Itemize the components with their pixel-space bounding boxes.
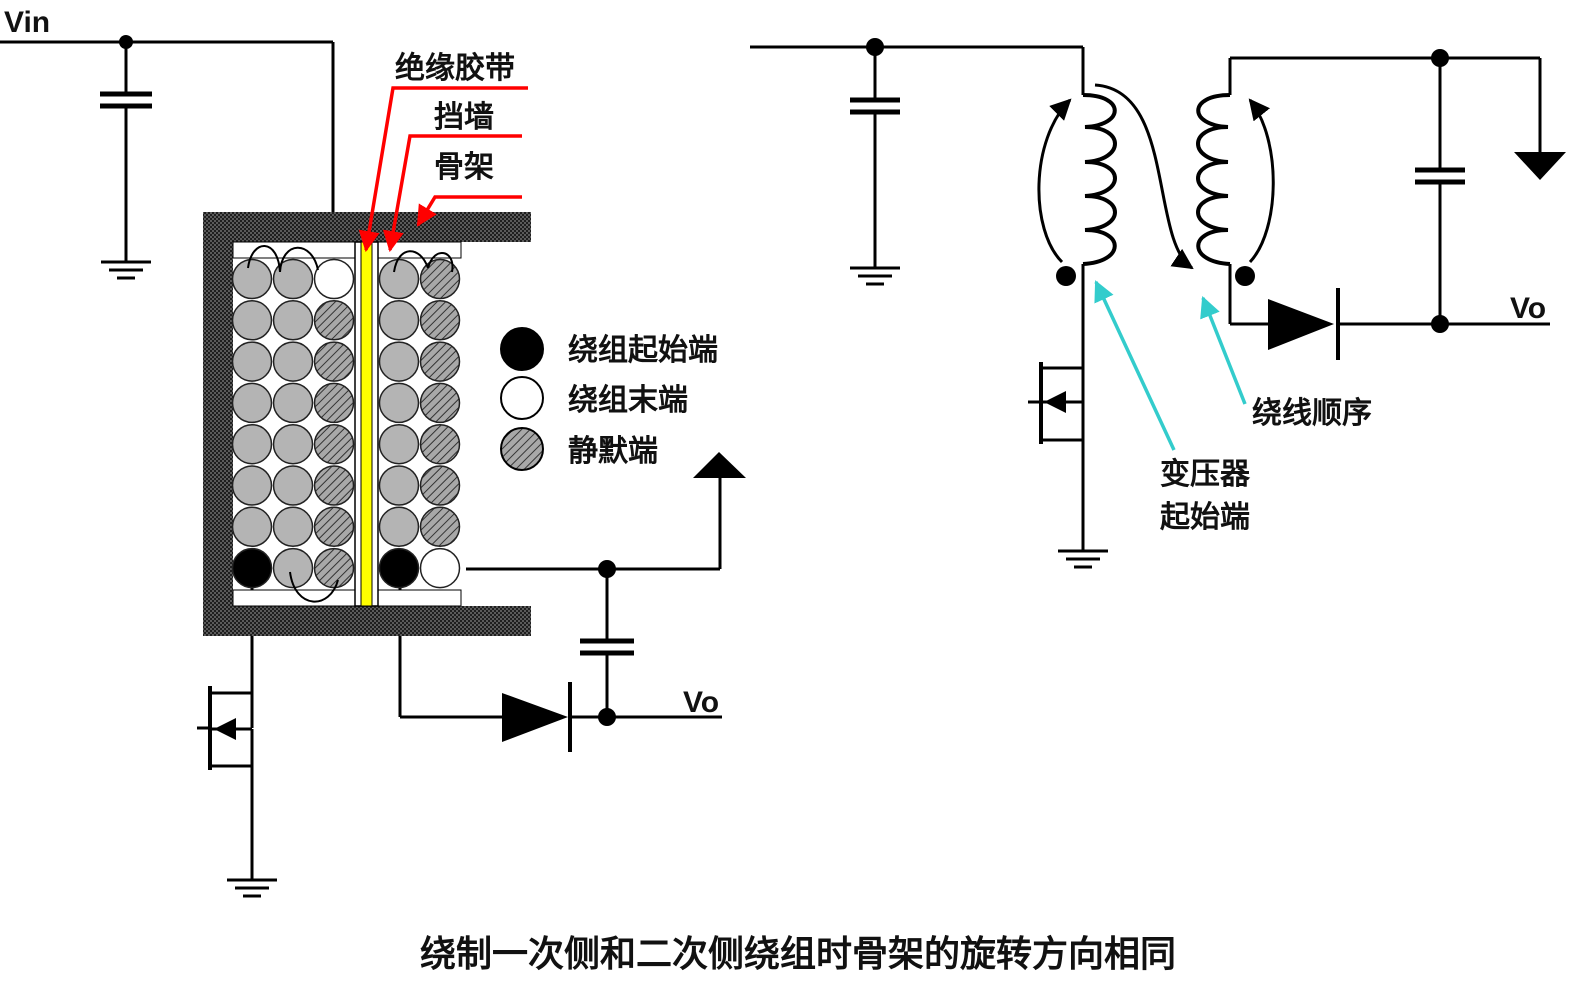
winding-order-label: 绕线顺序 — [1252, 396, 1372, 431]
ground-symbol — [850, 266, 900, 286]
primary-turn-plain — [272, 300, 314, 341]
primary-turn-plain — [272, 258, 314, 300]
vo-left-label: Vo — [683, 686, 719, 719]
right-schematic — [750, 38, 1566, 569]
tape-label: 绝缘胶带 — [395, 51, 515, 86]
vin-label: Vin — [4, 6, 50, 39]
primary-turn-idle — [313, 465, 355, 506]
dot-marker-secondary — [1235, 266, 1255, 286]
junction-dot — [1431, 315, 1449, 333]
bobbin-label: 骨架 — [434, 150, 494, 185]
primary-turn-plain — [231, 465, 273, 506]
ground-symbol — [227, 878, 277, 898]
legend-swatch-idle — [500, 427, 544, 471]
primary-turn-plain — [272, 382, 314, 424]
winding-leads — [247, 245, 454, 603]
secondary-turn-plain — [378, 341, 420, 382]
mosfet-symbol — [1028, 362, 1083, 444]
legend-swatch-end — [500, 376, 544, 420]
insulation-tape — [360, 241, 373, 607]
primary-turn-plain — [231, 423, 273, 465]
secondary-turn-plain — [378, 258, 420, 300]
dot-marker-primary — [1056, 266, 1076, 286]
primary-turn-start — [231, 547, 273, 589]
primary-turn-plain — [231, 258, 273, 300]
diode-symbol — [1268, 288, 1340, 360]
secondary-turn-idle — [419, 506, 461, 548]
primary-turn-plain — [272, 506, 314, 548]
ground-arrow — [1514, 152, 1566, 180]
secondary-turn-idle — [419, 300, 461, 341]
secondary-coil — [1196, 93, 1231, 266]
primary-turn-plain — [272, 547, 314, 589]
red-callouts — [358, 86, 528, 253]
primary-turn-plain — [231, 382, 273, 424]
primary-turn-idle — [313, 300, 355, 341]
secondary-turn-idle — [419, 341, 461, 382]
wall-label: 挡墙 — [434, 100, 494, 135]
primary-turn-idle — [313, 382, 355, 424]
primary-turn-plain — [272, 341, 314, 382]
primary-turn-idle — [313, 423, 355, 465]
secondary-turn-idle — [419, 465, 461, 506]
diode-symbol — [502, 682, 572, 752]
mosfet-symbol — [197, 686, 254, 770]
secondary-turn-plain — [378, 423, 420, 465]
legend-swatch-start — [500, 327, 544, 371]
ground-symbol — [101, 260, 151, 280]
winding-direction-arrows — [1037, 83, 1275, 270]
primary-turn-idle — [313, 547, 355, 589]
secondary-turn-idle — [419, 382, 461, 424]
primary-turn-idle — [313, 506, 355, 548]
cyan-callouts — [1094, 280, 1247, 451]
xfmr-start-line1: 变压器 — [1160, 457, 1251, 492]
secondary-turn-plain — [378, 465, 420, 506]
secondary-turn-end — [419, 547, 461, 589]
primary-turn-plain — [231, 341, 273, 382]
vo-right-label: Vo — [1510, 292, 1546, 325]
secondary-turn-plain — [378, 382, 420, 424]
ground-symbol — [1058, 549, 1108, 569]
secondary-turn-plain — [378, 506, 420, 548]
primary-turn-plain — [272, 423, 314, 465]
secondary-turn-plain — [378, 300, 420, 341]
flange — [232, 241, 462, 259]
caption: 绕制一次侧和二次侧绕组时骨架的旋转方向相同 — [420, 934, 1176, 975]
primary-turn-idle — [313, 341, 355, 382]
output-arrow — [693, 452, 746, 478]
xfmr-start-line2: 起始端 — [1160, 500, 1250, 535]
secondary-turn-idle — [419, 423, 461, 465]
secondary-turn-start — [378, 547, 420, 589]
secondary-turn-idle — [419, 258, 461, 300]
primary-turn-plain — [231, 300, 273, 341]
legend-end-label: 绕组末端 — [568, 383, 688, 418]
flange — [232, 589, 462, 607]
legend-idle-label: 静默端 — [568, 434, 658, 469]
legend-start-label: 绕组起始端 — [568, 333, 718, 368]
primary-turn-end — [313, 258, 355, 300]
primary-turn-plain — [231, 506, 273, 548]
winding-cells — [231, 258, 461, 589]
primary-turn-plain — [272, 465, 314, 506]
legend: 绕组起始端 绕组末端 静默端 — [500, 327, 718, 471]
bobbin-body — [203, 212, 531, 636]
primary-coil — [1082, 93, 1117, 266]
